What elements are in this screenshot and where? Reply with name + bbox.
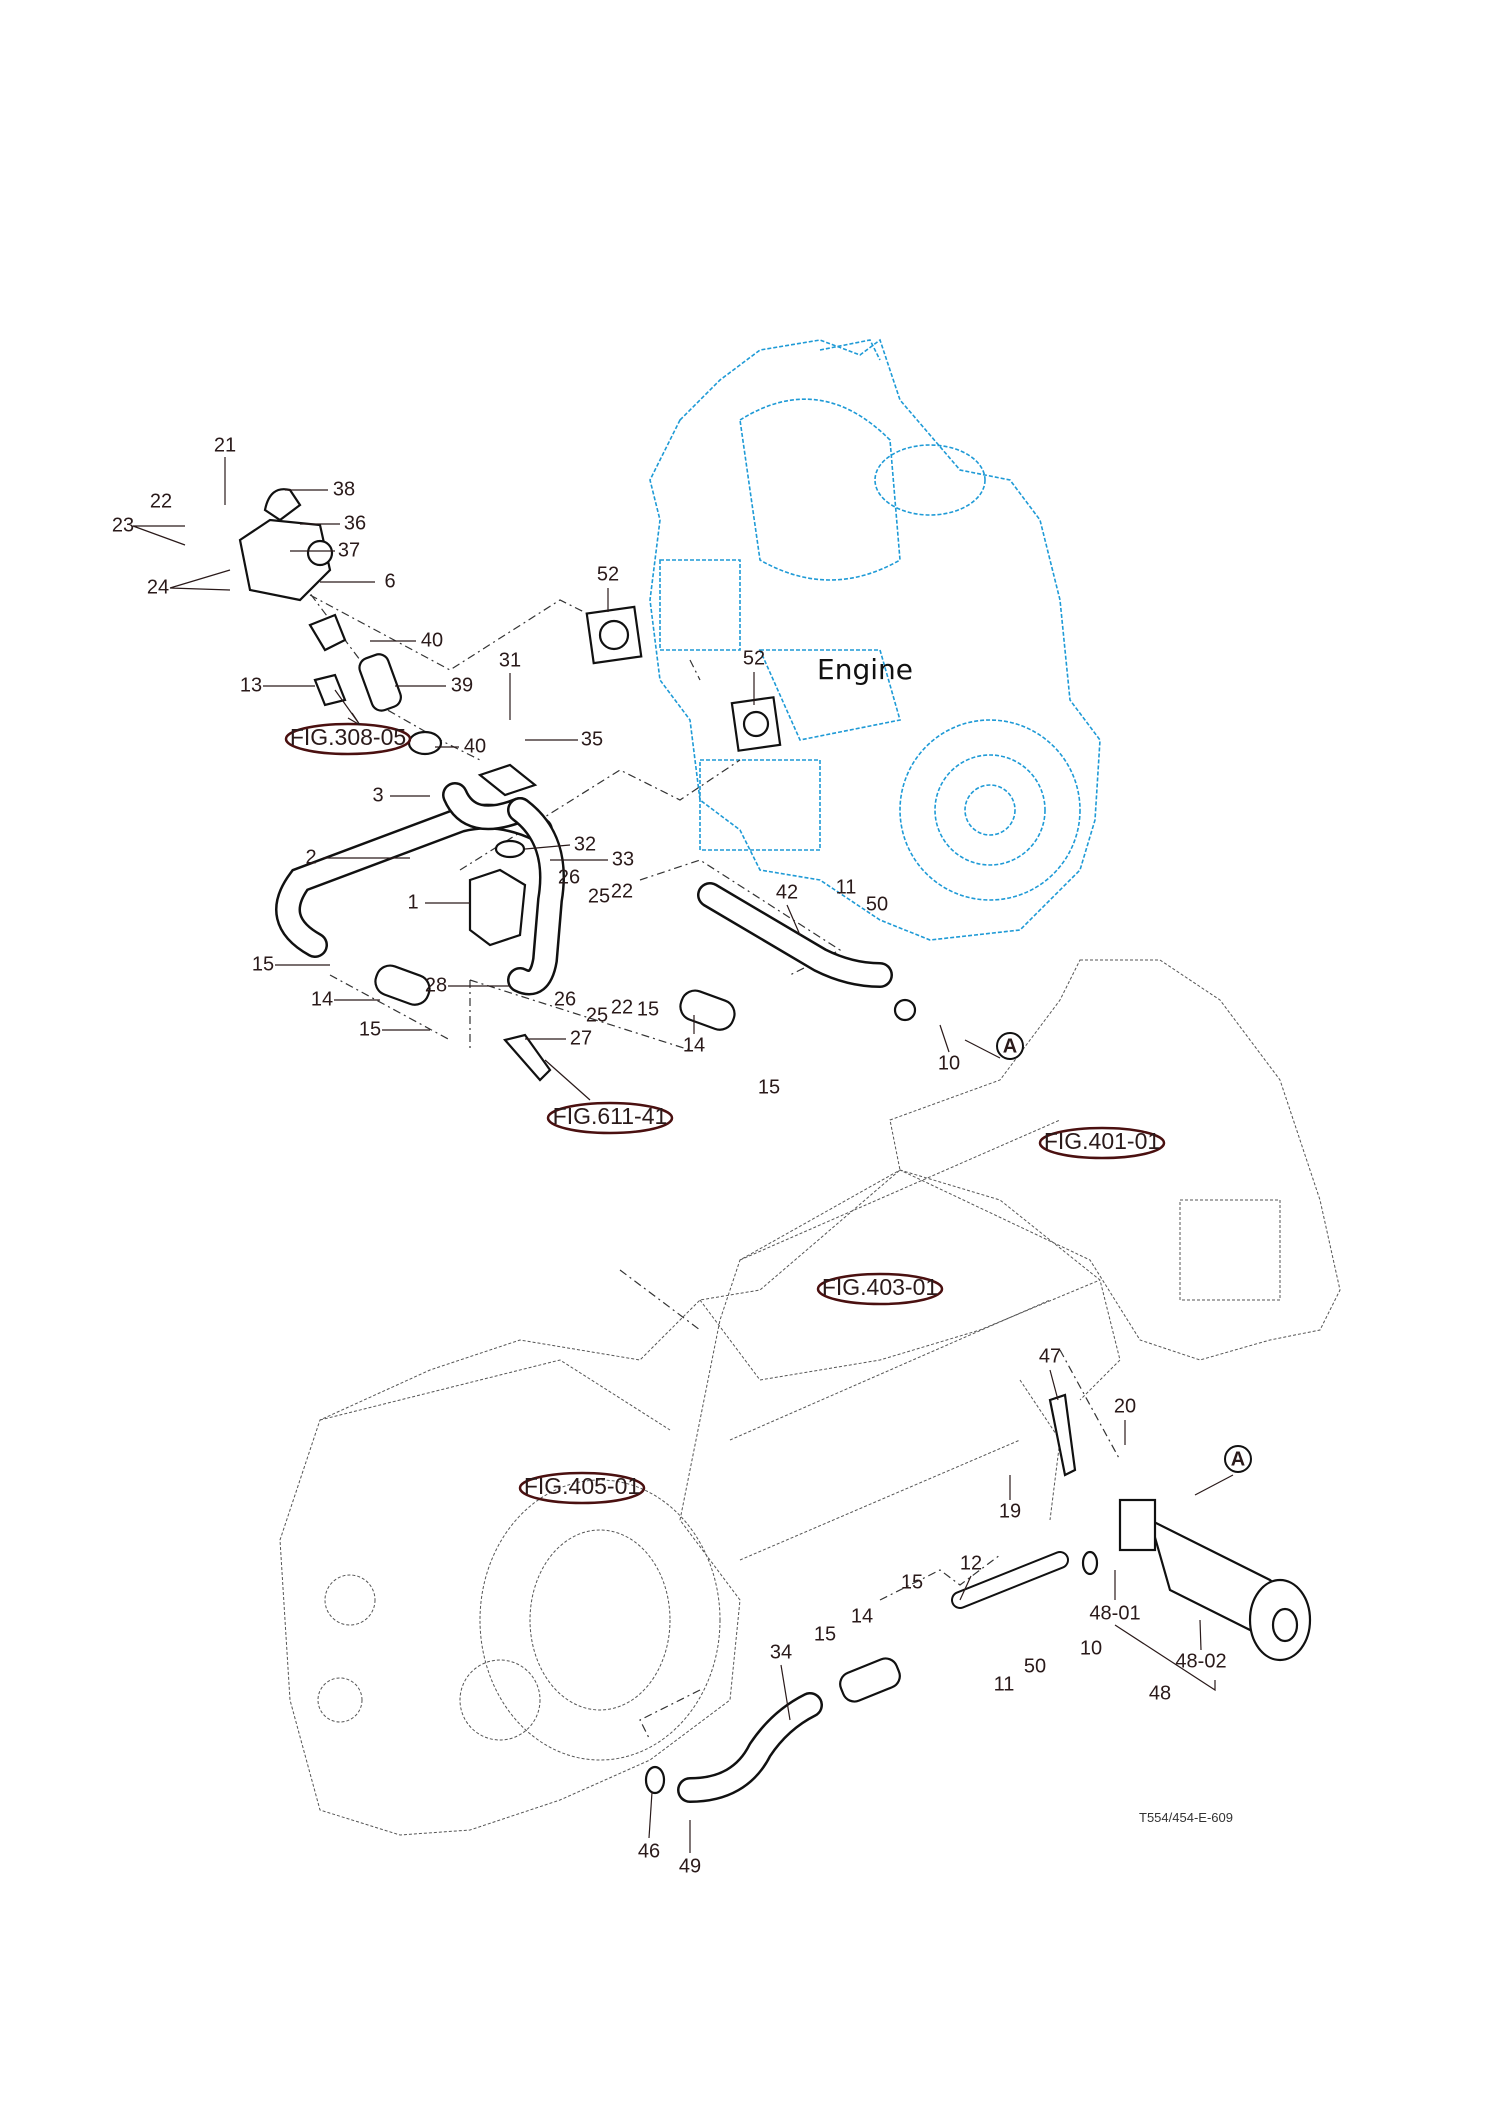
part-label[interactable]: 15 xyxy=(637,998,659,1020)
part-labels: 21 38 22 36 23 37 6 24 52 40 31 52 13 39… xyxy=(112,434,1227,1877)
part-label[interactable]: 11 xyxy=(836,876,857,898)
svg-text:A: A xyxy=(1003,1035,1017,1057)
part-label[interactable]: 12 xyxy=(960,1552,982,1574)
figure-ref-611-41[interactable]: FIG.611-41 xyxy=(553,1103,668,1129)
part-label[interactable]: 28 xyxy=(425,974,447,996)
part-label[interactable]: 14 xyxy=(683,1034,705,1056)
figure-ref-403-01[interactable]: FIG.403-01 xyxy=(822,1274,938,1300)
part-label[interactable]: 2 xyxy=(305,846,316,868)
part-label[interactable]: 27 xyxy=(570,1027,592,1049)
part-label[interactable]: 48-02 xyxy=(1175,1650,1226,1672)
part-label[interactable]: 46 xyxy=(638,1840,660,1862)
leader-lines xyxy=(132,457,1234,1853)
part-label[interactable]: 19 xyxy=(999,1500,1021,1522)
part-label[interactable]: 13 xyxy=(240,674,262,696)
part-label[interactable]: 38 xyxy=(333,478,355,500)
part-label[interactable]: 15 xyxy=(758,1076,780,1098)
transmission-outline xyxy=(279,959,1341,1836)
callout-a-lower: A xyxy=(1224,1445,1252,1473)
part-label[interactable]: 36 xyxy=(344,512,366,534)
part-label[interactable]: 48 xyxy=(1149,1682,1171,1704)
part-label[interactable]: 52 xyxy=(597,563,619,585)
part-label[interactable]: 22 xyxy=(150,490,172,512)
gasket-hole xyxy=(598,619,630,651)
part-label[interactable]: 15 xyxy=(814,1623,836,1645)
part-label[interactable]: 11 xyxy=(994,1673,1015,1695)
part-label[interactable]: 24 xyxy=(147,576,169,598)
part-label[interactable]: 50 xyxy=(866,893,888,915)
part-label[interactable]: 22 xyxy=(611,996,633,1018)
part-label[interactable]: 14 xyxy=(851,1605,873,1627)
part-label[interactable]: 52 xyxy=(743,647,765,669)
part-label[interactable]: 25 xyxy=(588,885,610,907)
figure-ref-308-05[interactable]: FIG.308-05 xyxy=(290,724,406,750)
part-label[interactable]: 32 xyxy=(574,833,596,855)
part-label[interactable]: 21 xyxy=(214,434,236,456)
part-label[interactable]: 6 xyxy=(384,570,395,592)
arrow-icon xyxy=(334,689,361,726)
part-label[interactable]: 39 xyxy=(451,674,473,696)
part-label[interactable]: 49 xyxy=(679,1855,701,1877)
oil-filter xyxy=(644,1393,1312,1803)
pump-upper xyxy=(238,488,443,756)
part-label[interactable]: 47 xyxy=(1039,1345,1061,1367)
figure-ref-401-01[interactable]: FIG.401-01 xyxy=(1044,1128,1160,1154)
part-label[interactable]: 40 xyxy=(421,629,443,651)
part-label[interactable]: 15 xyxy=(252,953,274,975)
part-label[interactable]: 50 xyxy=(1024,1655,1046,1677)
part-label[interactable]: 42 xyxy=(776,881,798,903)
part-label[interactable]: 25 xyxy=(586,1004,608,1026)
part-label[interactable]: 33 xyxy=(612,848,634,870)
part-label[interactable]: 10 xyxy=(938,1052,960,1074)
part-label[interactable]: 48-01 xyxy=(1089,1602,1140,1624)
callout-a-upper: A xyxy=(996,1032,1024,1060)
svg-text:A: A xyxy=(1231,1448,1245,1470)
part-label[interactable]: 26 xyxy=(558,866,580,888)
part-label[interactable]: 31 xyxy=(499,649,521,671)
part-label[interactable]: 3 xyxy=(372,784,383,806)
figure-ref-405-01[interactable]: FIG.405-01 xyxy=(524,1473,640,1499)
part-label[interactable]: 37 xyxy=(338,539,360,561)
hoses xyxy=(275,763,917,1082)
part-label[interactable]: 15 xyxy=(901,1571,923,1593)
figure-references[interactable]: FIG.308-05 FIG.611-41 FIG.401-01 FIG.403… xyxy=(284,722,1166,1505)
drawing-code: T554/454-E-609 xyxy=(1139,1810,1233,1825)
gasket-hole xyxy=(742,710,770,738)
engine-label: Engine xyxy=(817,653,913,686)
part-label[interactable]: 35 xyxy=(581,728,603,750)
part-label[interactable]: 34 xyxy=(770,1641,792,1663)
part-label[interactable]: 26 xyxy=(554,988,576,1010)
part-label[interactable]: 40 xyxy=(464,735,486,757)
part-label[interactable]: 22 xyxy=(611,880,633,902)
part-label[interactable]: 10 xyxy=(1080,1637,1102,1659)
arrow-icon xyxy=(544,1059,591,1101)
engine-outline xyxy=(649,338,1101,941)
part-label[interactable]: 20 xyxy=(1114,1395,1136,1417)
part-label[interactable]: 1 xyxy=(407,891,418,913)
part-label[interactable]: 23 xyxy=(112,514,134,536)
part-label[interactable]: 15 xyxy=(359,1018,381,1040)
part-label[interactable]: 14 xyxy=(311,988,333,1010)
